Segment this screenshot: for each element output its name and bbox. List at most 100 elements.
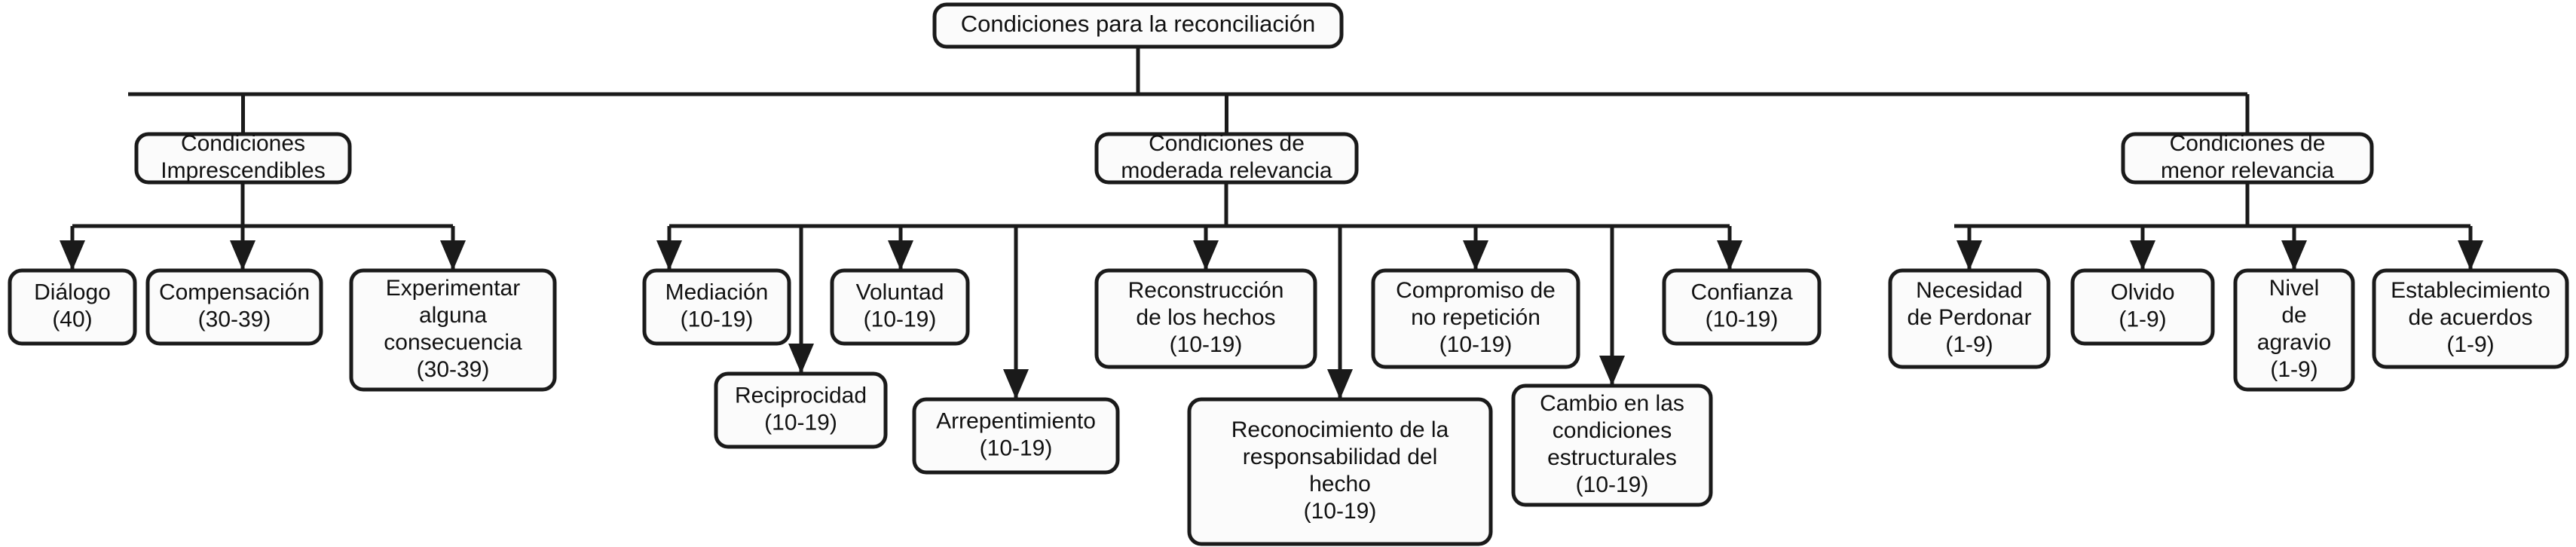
arrow-nivel-head xyxy=(2281,240,2307,270)
node-leaf-dialogo-label-line-2: (40) xyxy=(52,307,92,332)
node-leaf-establecimiento-label-line-1: Establecimiento xyxy=(2391,278,2550,303)
node-leaf-arrepentimiento-label-line-2: (10-19) xyxy=(980,435,1053,460)
node-leaf-mediacion[interactable]: Mediación (10-19) xyxy=(642,268,791,346)
node-leaf-experimentar-box xyxy=(349,268,557,392)
node-leaf-necesidad-box xyxy=(1888,268,2051,369)
node-leaf-nivel-label-line-4: (1-9) xyxy=(2270,357,2317,382)
node-leaf-dialogo[interactable]: Diálogo(40) xyxy=(8,268,137,346)
node-leaf-compromiso-label-line-3: (10-19) xyxy=(1439,332,1513,357)
node-leaf-reconstruccion-label-line-1: Reconstrucción xyxy=(1128,278,1284,303)
node-leaf-reconocimiento-box xyxy=(1187,397,1493,546)
node-leaf-cambio-label-line-3: estructurales xyxy=(1547,445,1677,470)
node-leaf-experimentar-label-line-1: Experimentar xyxy=(386,276,520,301)
arrow-reciprocidad-head xyxy=(788,344,814,374)
node-leaf-experimentar-label-line-4: (30-39) xyxy=(417,357,490,382)
node-leaf-establecimiento-label-line-2: de acuerdos xyxy=(2408,305,2532,330)
node-leaf-reconstruccion-box xyxy=(1094,268,1317,369)
node-leaf-olvido-box xyxy=(2070,268,2215,346)
node-branch-imprescindibles-box xyxy=(134,132,352,185)
arrow-voluntad-head xyxy=(888,240,913,270)
arrow-reconocimiento-head xyxy=(1327,369,1353,399)
node-leaf-necesidad-label-line-2: de Perdonar xyxy=(1907,305,2031,330)
node-leaf-establecimiento-label-line-3: (1-9) xyxy=(2446,332,2494,357)
node-leaf-compensacion-label-line-1: Compensación xyxy=(159,280,310,304)
node-leaf-cambio-label-line-1: Cambio en las xyxy=(1540,391,1684,416)
arrow-compensacion-head xyxy=(230,240,255,270)
node-leaf-confianza-label-line-1: Confianza xyxy=(1690,280,1792,304)
node-leaf-olvido-label-line-2: (1-9) xyxy=(2119,307,2166,332)
arrow-confianza-head xyxy=(1717,240,1742,270)
node-leaf-reconocimiento-label-line-2: responsabilidad del xyxy=(1243,445,1438,469)
node-leaf-arrepentimiento-box xyxy=(912,397,1120,475)
node-branch-imprescindibles-label-line-2: Imprescendibles xyxy=(161,158,325,183)
node-leaf-voluntad-label-line-1: Voluntad xyxy=(856,280,944,304)
arrow-compromiso-head xyxy=(1463,240,1488,270)
node-root-box xyxy=(932,2,1344,49)
arrow-dialogo-head xyxy=(60,240,85,270)
node-leaf-arrepentimiento[interactable]: Arrepentimiento(10-19) xyxy=(912,397,1120,475)
node-leaf-cambio[interactable]: Cambio en lascondicionesestructurales(10… xyxy=(1511,384,1713,507)
node-branch-moderada-box xyxy=(1094,132,1359,185)
node-leaf-nivel-label-line-3: agravio xyxy=(2257,330,2331,355)
node-leaf-reciprocidad[interactable]: Reciprocidad(10-19) xyxy=(714,371,888,449)
arrow-cambio-head xyxy=(1599,356,1625,386)
arrow-arrepentimiento-head xyxy=(1003,369,1029,399)
node-leaf-establecimiento-box xyxy=(2372,268,2569,369)
node-leaf-reciprocidad-label-line-2: (10-19) xyxy=(764,410,837,435)
arrow-experimentar-head xyxy=(440,240,466,270)
arrow-olvido-head xyxy=(2130,240,2155,270)
node-leaf-voluntad-box xyxy=(830,268,970,346)
edges-layer xyxy=(60,47,2483,399)
node-branch-moderada-label-line-2: moderada relevancia xyxy=(1121,158,1332,183)
node-leaf-nivel-label-line-2: de xyxy=(2281,303,2306,328)
node-leaf-compromiso-box xyxy=(1371,268,1580,369)
node-branch-menor-box xyxy=(2121,132,2374,185)
node-leaf-nivel-label-line-1: Nivel xyxy=(2269,276,2320,301)
node-leaf-olvido[interactable]: Olvido (1-9) xyxy=(2070,268,2215,346)
node-leaf-voluntad[interactable]: Voluntad (10-19) xyxy=(830,268,970,346)
node-leaf-olvido-label-line-1: Olvido xyxy=(2110,280,2174,304)
node-leaf-reconocimiento-label-line-3: hecho xyxy=(1309,472,1371,497)
node-leaf-reconocimiento-label-line-4: (10-19) xyxy=(1304,499,1377,524)
node-leaf-dialogo-box xyxy=(8,268,137,346)
node-leaf-arrepentimiento-label-line-1: Arrepentimiento xyxy=(936,408,1096,433)
node-branch-imprescindibles-label-line-1: Condiciones xyxy=(181,131,305,156)
node-leaf-voluntad-label-line-2: (10-19) xyxy=(864,307,937,332)
node-leaf-reciprocidad-label-line-1: Reciprocidad xyxy=(735,383,867,408)
node-leaf-mediacion-label-line-1: Mediación xyxy=(665,280,769,304)
node-root[interactable]: Condiciones para la reconciliación xyxy=(932,2,1344,49)
node-leaf-compromiso-label-line-2: no repetición xyxy=(1411,305,1540,330)
node-leaf-confianza[interactable]: Confianza(10-19) xyxy=(1662,268,1822,346)
node-leaf-mediacion-box xyxy=(642,268,791,346)
node-leaf-cambio-label-line-4: (10-19) xyxy=(1576,472,1649,497)
arrow-necesidad-head xyxy=(1956,240,1982,270)
node-leaf-compensacion-box xyxy=(145,268,323,346)
node-leaf-cambio-box xyxy=(1511,384,1713,507)
node-leaf-compensacion-label-line-2: (30-39) xyxy=(198,307,271,332)
node-leaf-compensacion[interactable]: Compensación (30-39) xyxy=(145,268,323,346)
arrow-establecimiento-head xyxy=(2458,240,2483,270)
node-leaf-reconstruccion-label-line-2: de los hechos xyxy=(1136,305,1275,330)
node-leaf-mediacion-label-line-2: (10-19) xyxy=(681,307,754,332)
node-leaf-reconstruccion-label-line-3: (10-19) xyxy=(1170,332,1243,357)
node-branch-menor-label-line-1: Condiciones de xyxy=(2170,131,2326,156)
arrow-mediacion-head xyxy=(656,240,682,270)
node-leaf-experimentar-label-line-2: alguna xyxy=(419,303,487,328)
nodes-layer: Condiciones para la reconciliaciónCondic… xyxy=(8,2,2569,546)
node-branch-menor-label-line-2: menor relevancia xyxy=(2161,158,2334,183)
node-leaf-confianza-box xyxy=(1662,268,1822,346)
node-leaf-reciprocidad-box xyxy=(714,371,888,449)
node-leaf-cambio-label-line-2: condiciones xyxy=(1553,418,1672,443)
node-leaf-compromiso-label-line-1: Compromiso de xyxy=(1396,278,1556,303)
